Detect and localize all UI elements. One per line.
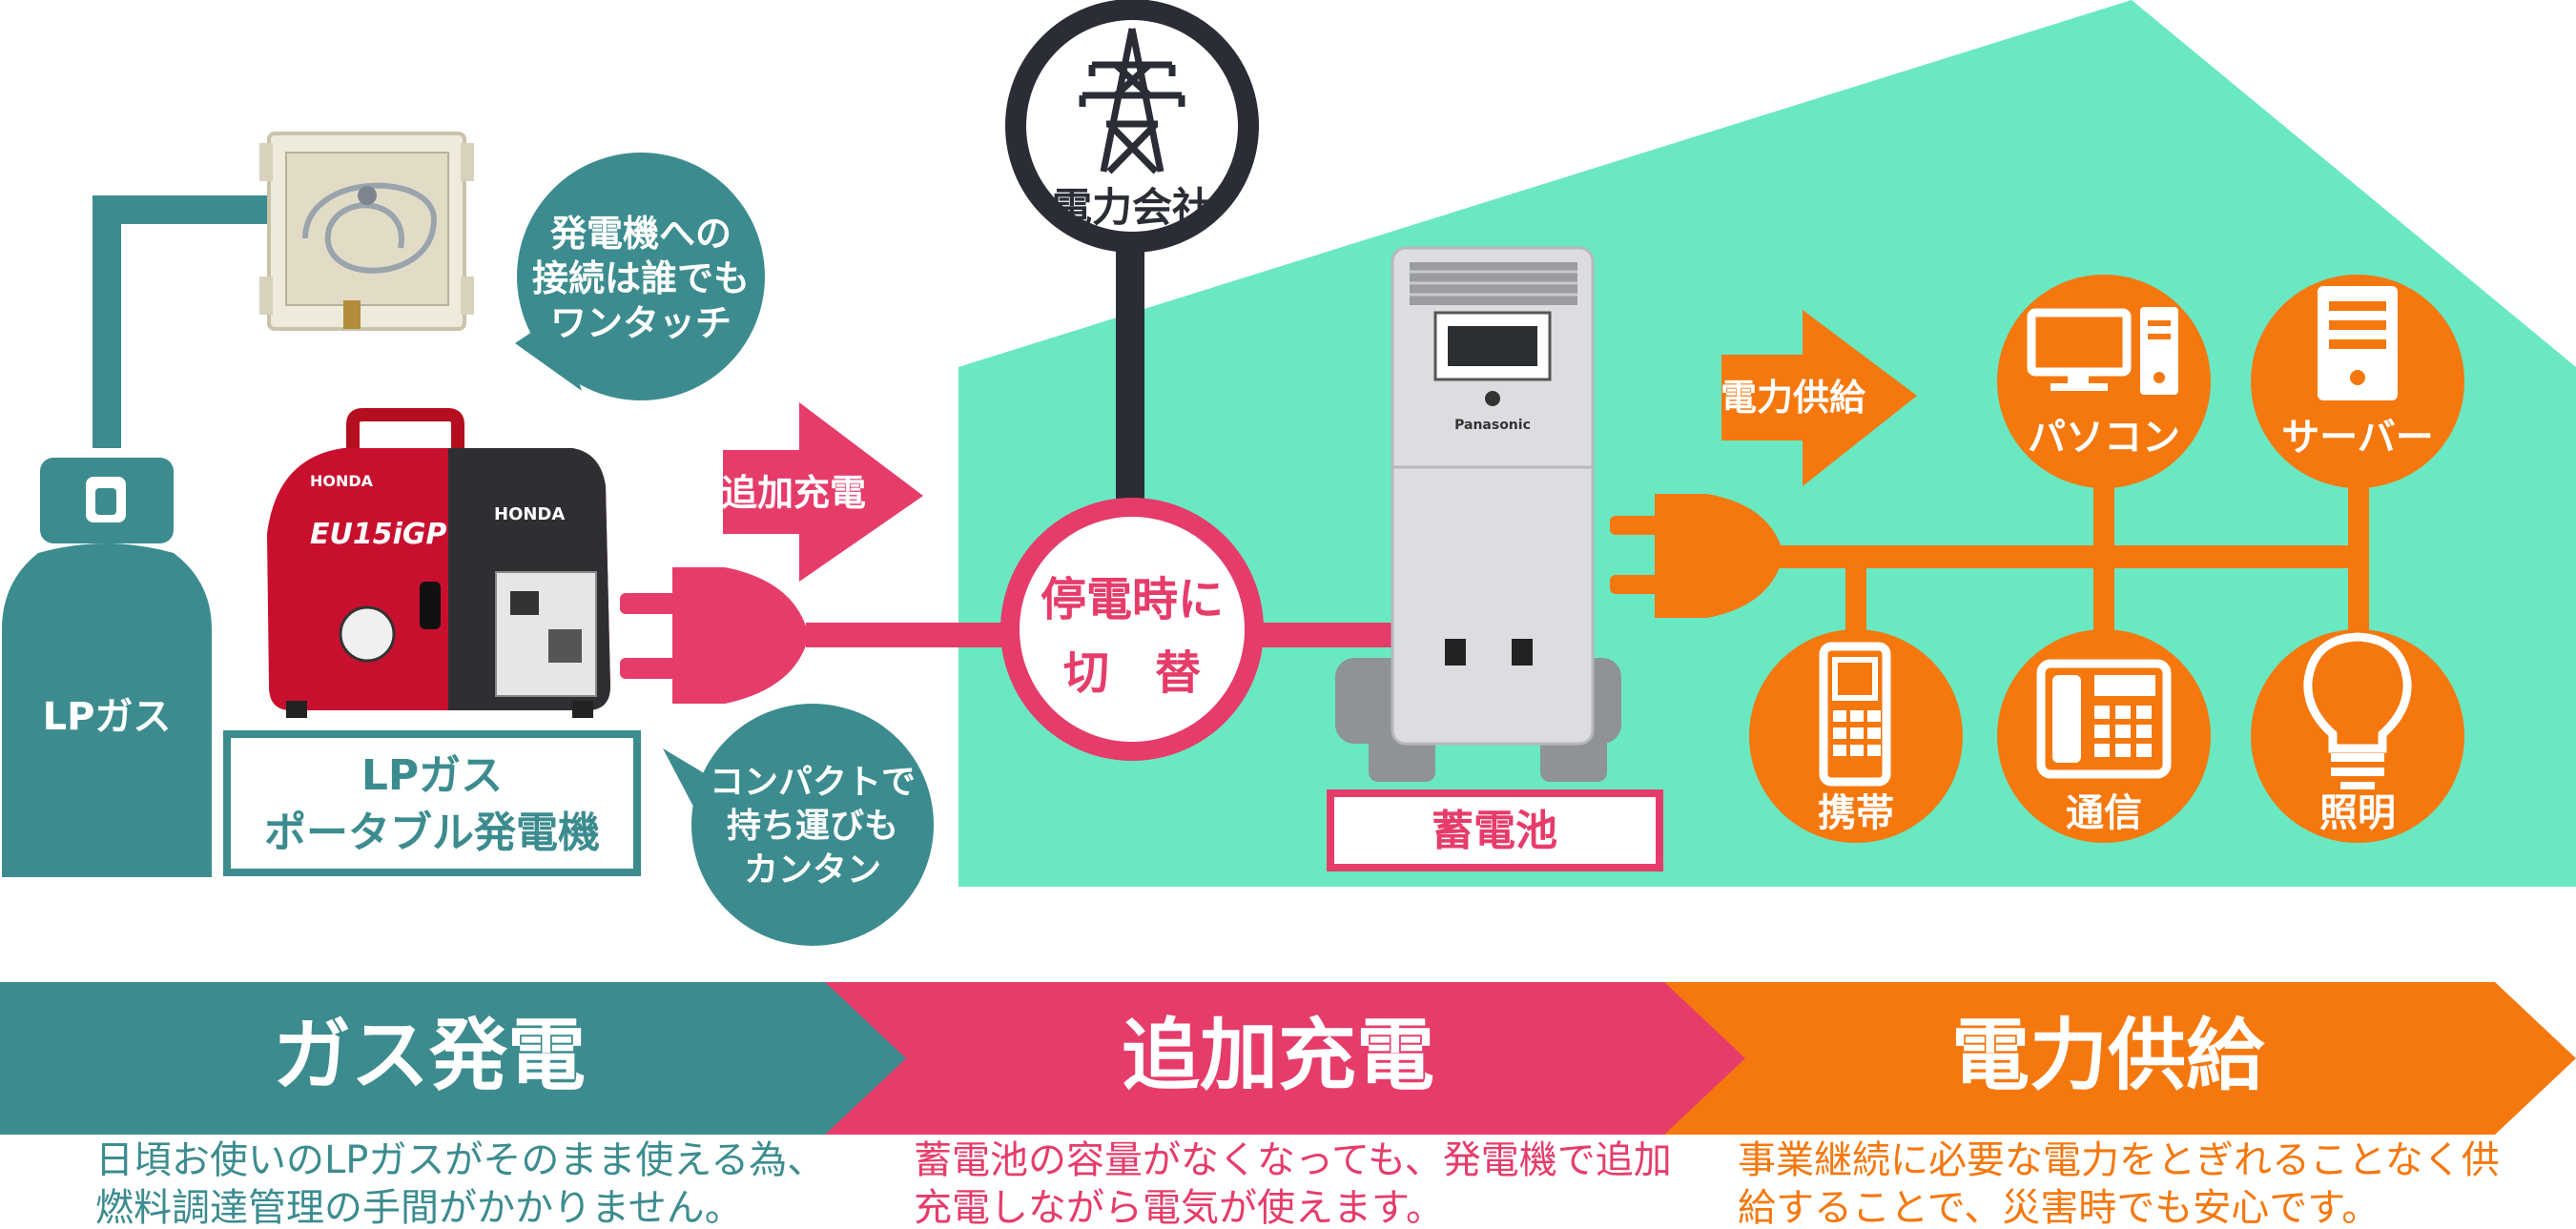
step2-title: 追加充電 <box>1122 1011 1434 1101</box>
bubble-connect-line3: ワンタッチ <box>550 302 732 344</box>
bubble-portable-line3: カンタン <box>744 850 881 890</box>
device-telecom-label: 通信 <box>2066 791 2142 835</box>
step-banner-pink <box>825 982 1745 1135</box>
battery-label: 蓄電池 <box>1432 807 1557 855</box>
generator-label-box: LPガス ポータブル発電機 <box>223 730 641 876</box>
grid-power-line <box>1116 229 1144 505</box>
power-tower-icon <box>1079 28 1185 174</box>
step1-title: ガス発電 <box>273 1011 586 1101</box>
server-icon <box>2318 286 2398 400</box>
charge-arrow: 追加充電 <box>721 402 923 582</box>
generator-icon: HONDA HONDA EU15iGP <box>267 408 610 718</box>
step3-desc-line1: 事業継続に必要な電力をとぎれることなく供 <box>1738 1138 2500 1182</box>
step1-desc-line1: 日頃お使いのLPガスがそのまま使える為、 <box>95 1138 825 1182</box>
device-telecom: 通信 <box>1997 629 2211 843</box>
step2-desc-line1: 蓄電池の容量がなくなっても、発電機で追加 <box>914 1138 1672 1182</box>
gas-pipe <box>93 195 277 448</box>
charge-arrow-label: 追加充電 <box>721 472 866 514</box>
switch-line2: 切 替 <box>1063 646 1201 700</box>
bubble-connect-line1: 発電機への <box>550 213 732 255</box>
step2-desc-line2: 充電しながら電気が使えます。 <box>914 1186 1444 1229</box>
generator-label-line1: LPガス <box>361 751 503 800</box>
pc-icon <box>2027 307 2178 395</box>
battery-label-box: 蓄電池 <box>1327 789 1663 871</box>
device-server-label: サーバー <box>2281 416 2434 460</box>
mobile-phone-icon <box>1819 642 1891 787</box>
lpgas-section: LPガス <box>2 195 277 877</box>
device-lighting: 照明 <box>2251 629 2464 843</box>
switch-circle: 停電時に 切 替 <box>1000 498 1264 761</box>
generator-model: EU15iGP <box>310 518 447 551</box>
telephone-icon <box>2036 659 2172 779</box>
supply-arrow: 電力供給 <box>1721 310 1917 486</box>
bubble-connect-line2: 接続は誰でも <box>532 257 750 299</box>
device-mobile-label: 携帯 <box>1818 791 1894 835</box>
battery-icon: Panasonic <box>1335 246 1621 782</box>
step-banner-orange <box>1664 982 2576 1135</box>
orange-plug-icon <box>1610 494 1783 618</box>
generator-brand-left: HONDA <box>310 472 374 490</box>
step3-title: 電力供給 <box>1951 1011 2265 1101</box>
device-pc-label: パソコン <box>2028 416 2180 460</box>
bubble-portable-line1: コンパクトで <box>710 763 916 802</box>
bubble-portable: コンパクトで 持ち運びも カンタン <box>663 704 934 946</box>
switch-line1: 停電時に <box>1041 573 1224 626</box>
step-banner-teal <box>0 982 906 1135</box>
step1-desc-line2: 燃料調達管理の手間がかかりません。 <box>95 1186 743 1229</box>
device-pc: パソコン <box>1997 275 2211 488</box>
device-lighting-label: 照明 <box>2319 791 2396 835</box>
generator-brand-right: HONDA <box>494 504 565 524</box>
device-server: サーバー <box>2251 275 2464 488</box>
bubble-portable-line2: 持ち運びも <box>727 807 898 846</box>
battery-brand: Panasonic <box>1454 418 1531 433</box>
connection-box <box>259 132 474 331</box>
bubble-connect: 発電機への 接続は誰でも ワンタッチ <box>515 153 765 400</box>
pink-plug-icon <box>620 567 809 704</box>
power-company: 電力会社 <box>1005 0 1259 253</box>
supply-arrow-label: 電力供給 <box>1721 377 1866 419</box>
power-company-label: 電力会社 <box>1052 184 1212 231</box>
gas-tank-label: LPガス <box>43 695 172 739</box>
generator-label-line2: ポータブル発電機 <box>264 809 600 857</box>
step3-desc-line2: 給することで、災害時でも安心です。 <box>1738 1186 2380 1229</box>
light-bulb-icon <box>2303 632 2412 789</box>
device-mobile: 携帯 <box>1749 629 1963 843</box>
gas-tank-icon <box>2 458 212 877</box>
